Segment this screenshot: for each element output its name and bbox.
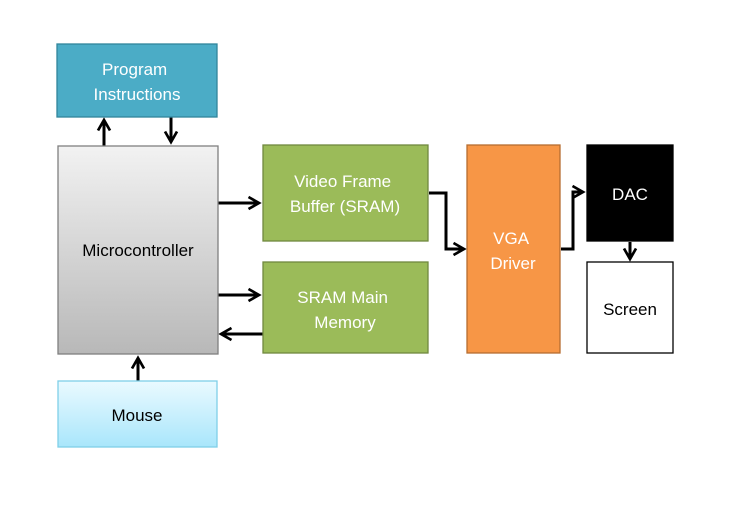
program-instructions-label-line-2: Instructions	[94, 85, 181, 104]
svg-text:Video Frame Buffer (SRAM: Video Frame Buffer (SRAM)	[290, 172, 400, 216]
svg-text:DAC: DAC	[612, 185, 648, 204]
sram-main-memory-label-line-2: Memory	[314, 313, 376, 332]
vga-driver-label-line-2: Driver	[490, 254, 536, 273]
edge-video-frame-buffer-to-vga-driver	[429, 191, 467, 257]
mouse-block: Mouse	[57, 380, 218, 448]
screen-label: Screen	[603, 300, 657, 319]
video-frame-buffer-block: Video Frame Buffer (SRAM)	[262, 144, 429, 242]
dac-label: DAC	[612, 185, 648, 204]
microcontroller-box	[57, 145, 219, 355]
program-instructions-block: Program Instructions	[56, 43, 218, 118]
vga-driver-box	[466, 144, 561, 354]
video-frame-buffer-box	[262, 144, 429, 242]
edge-vga-driver-to-dac	[561, 184, 586, 251]
sram-main-memory-label-line-1: SRAM Main	[297, 288, 388, 307]
mouse-box	[57, 380, 218, 448]
video-frame-buffer-label-line-1: Video Frame	[294, 172, 391, 191]
svg-text:Microcontroller: Microcontroller	[82, 241, 194, 260]
mouse-label: Mouse	[111, 406, 162, 425]
screen-box	[586, 261, 674, 354]
sram-main-memory-box	[262, 261, 429, 354]
connectors	[96, 117, 638, 381]
svg-text:VGA Driver: VGA Driver	[490, 229, 536, 273]
microcontroller-block: Microcontroller	[57, 145, 219, 355]
svg-text:Mouse: Mouse	[111, 406, 162, 425]
program-instructions-box	[56, 43, 218, 118]
screen-block: Screen	[586, 261, 674, 354]
microcontroller-label: Microcontroller	[82, 241, 194, 260]
svg-text:Program Instructions: Program Instructions	[94, 60, 181, 104]
dac-block: DAC	[586, 144, 674, 242]
dac-box	[586, 144, 674, 242]
svg-text:SRAM Main Memory: SRAM Main Memory	[297, 288, 392, 332]
vga-driver-block: VGA Driver	[466, 144, 561, 354]
program-instructions-label-line-1: Program	[102, 60, 167, 79]
sram-main-memory-block: SRAM Main Memory	[262, 261, 429, 354]
video-frame-buffer-label-line-2: Buffer (SRAM)	[290, 197, 400, 216]
vga-driver-label-line-1: VGA	[493, 229, 530, 248]
svg-text:Screen: Screen	[603, 300, 657, 319]
